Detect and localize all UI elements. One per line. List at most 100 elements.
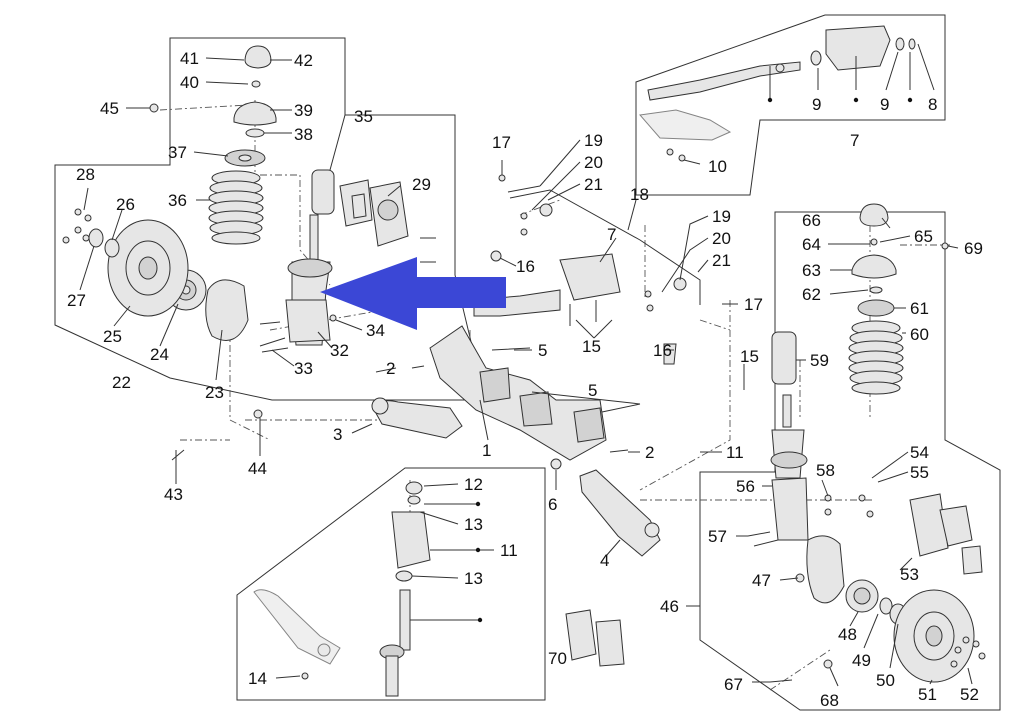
callout-53: 53 [900,565,919,584]
callout-64: 64 [802,235,821,254]
callout-66: 66 [802,211,821,230]
callout-23: 23 [205,383,224,402]
callout-11: 11 [500,541,518,560]
callout-5: 5 [538,341,547,360]
callout-19: 19 [712,207,731,226]
stabilizer-bar-18 [473,174,701,365]
callout-37: 37 [168,143,187,162]
callout-20: 20 [712,229,731,248]
callout-44: 44 [248,459,267,478]
callout-58: 58 [816,461,835,480]
wheel-hub-48 [845,579,879,613]
callout-14: 14 [248,669,267,688]
bearing-26 [104,238,120,258]
callout-43: 43 [164,485,183,504]
callout-7: 7 [607,225,616,244]
callout-21: 21 [712,251,731,270]
outline-bottom-left-group [236,467,546,701]
coil-spring-60 [848,320,904,395]
callout-4: 4 [600,551,609,570]
top-mount-39 [233,101,277,126]
callout-3: 3 [333,425,342,444]
callout-9: 9 [812,95,821,114]
left-arrow-icon [320,257,506,330]
mount-bracket-7b [825,25,891,71]
steering-knuckle-47 [806,535,845,604]
callout-59: 59 [810,351,829,370]
brake-pads-70 [565,609,625,667]
callout-12: 12 [464,475,483,494]
callout-22: 22 [112,373,131,392]
brake-caliper-29 [339,179,409,247]
top-mount-63 [851,254,897,279]
callout-55: 55 [910,463,929,482]
stabilizer-bracket-7 [559,253,621,301]
callout-21: 21 [584,175,603,194]
right-strut-assembly [747,203,986,683]
callout-35: 35 [354,107,373,126]
outline-right-strut-group [699,211,1001,711]
callout-15: 15 [582,337,601,356]
brake-disc-51 [893,589,975,683]
callout-19: 19 [584,131,603,150]
callout-39: 39 [294,101,313,120]
callout-48: 48 [838,625,857,644]
callout-33: 33 [294,359,313,378]
callout-16: 16 [516,257,535,276]
brake-caliper-53 [909,493,983,575]
callout-63: 63 [802,261,821,280]
callout-9: 9 [880,95,889,114]
callout-16: 16 [653,341,672,360]
callout-41: 41 [180,49,199,68]
callout-24: 24 [150,345,169,364]
nut-27 [88,228,104,248]
callout-5: 5 [588,381,597,400]
bottom-left-assembly [253,481,431,697]
callout-34: 34 [366,321,385,340]
callout-2: 2 [386,359,395,378]
callout-56: 56 [736,477,755,496]
callout-40: 40 [180,73,199,92]
callout-52: 52 [960,685,979,704]
bump-stop-59 [771,331,797,385]
dust-shield-23 [205,279,249,341]
top-cap-66 [859,203,889,227]
callout-29: 29 [412,175,431,194]
callout-13: 13 [464,515,483,534]
callout-labels: 1 2 2 3 4 5 5 6 7 7 8 9 9 10 11 11 12 13… [67,49,983,710]
callout-1: 1 [482,441,491,460]
callout-42: 42 [294,51,313,70]
callout-11: 11 [726,443,744,462]
outline-top-right-group [635,14,946,196]
callout-6: 6 [548,495,557,514]
callout-50: 50 [876,671,895,690]
callout-13: 13 [464,569,483,588]
callout-8: 8 [928,95,937,114]
callout-38: 38 [294,125,313,144]
callout-15: 15 [740,347,759,366]
shock-absorber-32 [285,214,333,346]
bump-stop-35 [311,169,335,215]
callout-45: 45 [100,99,119,118]
callout-18: 18 [630,185,649,204]
callout-7: 7 [850,131,859,150]
top-right-assembly [639,25,916,162]
callout-62: 62 [802,285,821,304]
lower-arm-4 [579,469,661,557]
callout-32: 32 [330,341,349,360]
callout-27: 27 [67,291,86,310]
leader-dots [475,97,913,623]
coil-spring-36 [208,170,264,245]
callout-17: 17 [744,295,763,314]
callout-17: 17 [492,133,511,152]
shock-absorber-56 [770,394,809,541]
callout-49: 49 [852,651,871,670]
subframe-assembly [171,325,661,557]
callout-28: 28 [76,165,95,184]
callout-61: 61 [910,299,929,318]
left-strut-assembly [62,45,436,353]
callout-51: 51 [918,685,937,704]
callout-36: 36 [168,191,187,210]
callout-25: 25 [103,327,122,346]
